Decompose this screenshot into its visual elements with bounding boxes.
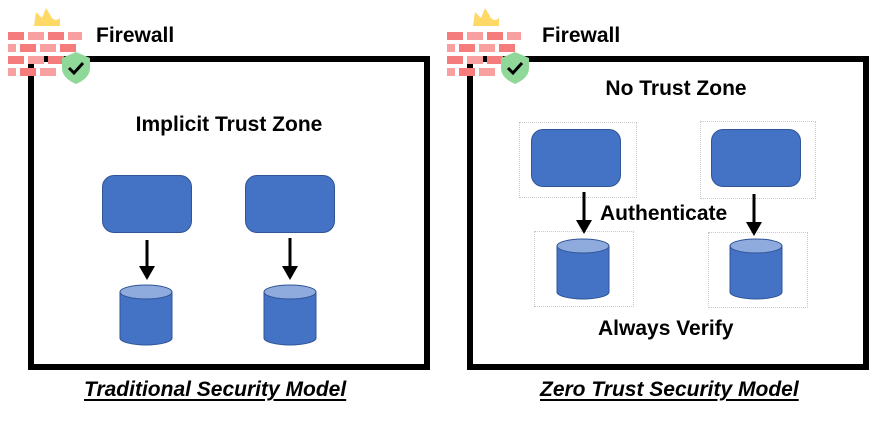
traditional-model-panel xyxy=(28,56,430,370)
shield-icon xyxy=(501,52,529,84)
firewall-icon xyxy=(447,8,529,84)
arrow-down-icon xyxy=(576,192,592,234)
zero-trust-model-caption: Zero Trust Security Model xyxy=(540,378,799,401)
database-icon xyxy=(729,238,783,300)
firewall-label: Firewall xyxy=(538,24,625,48)
database-icon xyxy=(263,284,317,346)
traditional-model-caption: Traditional Security Model xyxy=(84,378,347,401)
always-verify-label: Always Verify xyxy=(598,317,734,340)
zero-trust-model-panel xyxy=(467,56,869,370)
database-icon xyxy=(556,238,610,300)
selection-frame xyxy=(519,122,637,198)
no-trust-zone-title: No Trust Zone xyxy=(605,77,747,100)
database-icon xyxy=(119,284,173,346)
brick-wall-icon xyxy=(447,32,521,76)
implicit-trust-zone-title: Implicit Trust Zone xyxy=(135,113,323,136)
server-node xyxy=(102,175,192,233)
shield-icon xyxy=(62,52,90,84)
brick-wall-icon xyxy=(8,32,82,76)
firewall-label: Firewall xyxy=(92,24,179,48)
check-icon xyxy=(506,61,524,76)
arrow-down-icon xyxy=(139,240,155,280)
selection-frame xyxy=(700,121,816,199)
check-icon xyxy=(67,61,85,76)
arrow-down-icon xyxy=(282,238,298,280)
authenticate-label: Authenticate xyxy=(600,202,728,225)
firewall-icon xyxy=(8,8,90,84)
server-node xyxy=(245,175,335,233)
flame-icon xyxy=(34,8,60,26)
server-node xyxy=(531,129,621,187)
flame-icon xyxy=(473,8,499,26)
server-node xyxy=(711,129,801,187)
arrow-down-icon xyxy=(746,194,762,236)
selection-frame xyxy=(708,232,808,308)
